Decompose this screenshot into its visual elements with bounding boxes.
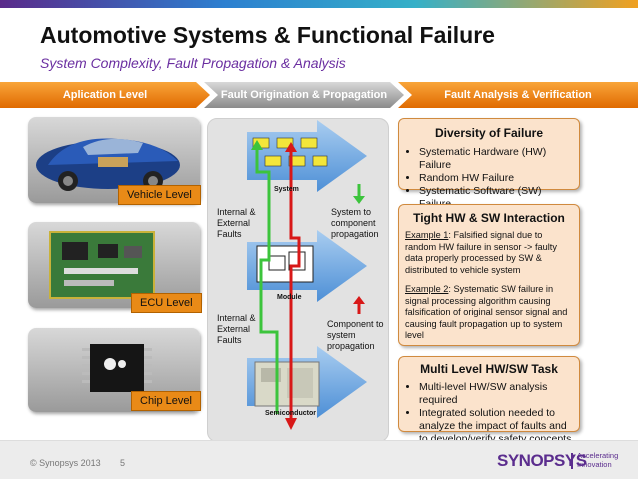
example-2-label: Example 2 xyxy=(405,284,449,294)
example-1-text: : Falsified signal due to random HW fail… xyxy=(405,230,557,275)
fault-line: Internal & xyxy=(217,313,256,323)
multilevel-list: Multi-level HW/SW analysis required Inte… xyxy=(405,381,573,446)
chevron-fault-origination: Fault Origination & Propagation xyxy=(204,82,404,108)
list-item: Integrated solution needed to analyze th… xyxy=(419,407,573,446)
diversity-list: Systematic Hardware (HW) Failure Random … xyxy=(405,146,573,211)
copyright-text: © Synopsys 2013 xyxy=(30,458,101,468)
fault-line: Faults xyxy=(217,335,242,345)
green-down-arrow-icon xyxy=(353,184,365,204)
ecu-board-image xyxy=(49,231,155,299)
component-to-system-label: Component to system propagation xyxy=(327,319,384,352)
chip-image xyxy=(82,344,152,392)
logo-divider xyxy=(571,453,573,469)
system-label: System xyxy=(274,186,299,193)
tagline: Accelerating Innovation xyxy=(577,451,618,469)
label-line: system xyxy=(327,330,356,340)
synopsys-logo: SYNOPSYS xyxy=(497,451,587,470)
multilevel-heading: Multi Level HW/SW Task xyxy=(420,362,558,376)
chevron-label: Fault Origination & Propagation xyxy=(220,89,388,101)
module-label: Module xyxy=(277,294,302,301)
ecu-level-label: ECU Level xyxy=(131,293,202,313)
page-number: 5 xyxy=(120,458,126,468)
fault-line: Faults xyxy=(217,229,242,239)
chip-level-label: Chip Level xyxy=(131,391,201,411)
list-item: Multi-level HW/SW analysis required xyxy=(419,381,573,407)
internal-faults-lower: Internal & External Faults xyxy=(217,313,256,346)
fault-line: External xyxy=(217,218,251,228)
multilevel-box: Multi Level HW/SW Task Multi-level HW/SW… xyxy=(398,356,580,445)
tagline-line: Innovation xyxy=(577,460,612,469)
chevron-label: Aplication Level xyxy=(62,89,148,101)
label-line: System to xyxy=(331,207,372,217)
label-line: component xyxy=(331,218,376,228)
chevron-label: Fault Analysis & Verification xyxy=(444,89,592,101)
internal-faults-upper: Internal & External Faults xyxy=(217,207,256,240)
propagation-arrows xyxy=(247,120,367,430)
fault-line: Internal & xyxy=(217,207,256,217)
tagline-line: Accelerating xyxy=(577,451,619,460)
diversity-box: Diversity of Failure Systematic Hardware… xyxy=(398,118,580,210)
example-2-text: : Systematic SW failure in signal proces… xyxy=(405,284,568,340)
tight-interaction-box: Tight HW & SW Interaction Example 1: Fal… xyxy=(398,204,580,346)
example-2: Example 2: Systematic SW failure in sign… xyxy=(405,284,573,342)
chevron-application-level: Aplication Level xyxy=(0,82,210,108)
chevron-fault-analysis: Fault Analysis & Verification xyxy=(398,82,638,108)
vehicle-level-label: Vehicle Level xyxy=(118,185,201,205)
system-to-component-label: System to component propagation xyxy=(331,207,379,240)
tight-heading: Tight HW & SW Interaction xyxy=(413,211,565,225)
footer: © Synopsys 2013 5 SYNOPSYS Accelerating … xyxy=(0,440,638,479)
label-line: Component to xyxy=(327,319,384,329)
example-1-label: Example 1 xyxy=(405,230,449,240)
page-title: Automotive Systems & Functional Failure xyxy=(40,22,495,48)
semiconductor-label: Semiconductor xyxy=(265,410,316,417)
top-gradient-bar xyxy=(0,0,638,8)
label-line: propagation xyxy=(331,229,379,239)
label-line: propagation xyxy=(327,341,375,351)
ecu-panel xyxy=(28,222,200,308)
example-1: Example 1: Falsified signal due to rando… xyxy=(405,230,573,276)
list-item: Random HW Failure xyxy=(419,172,573,185)
red-up-arrow-icon xyxy=(353,296,365,314)
list-item: Systematic Hardware (HW) Failure xyxy=(419,146,573,172)
diversity-heading: Diversity of Failure xyxy=(434,126,544,140)
page-subtitle: System Complexity, Fault Propagation & A… xyxy=(40,55,346,71)
fault-line: External xyxy=(217,324,251,334)
